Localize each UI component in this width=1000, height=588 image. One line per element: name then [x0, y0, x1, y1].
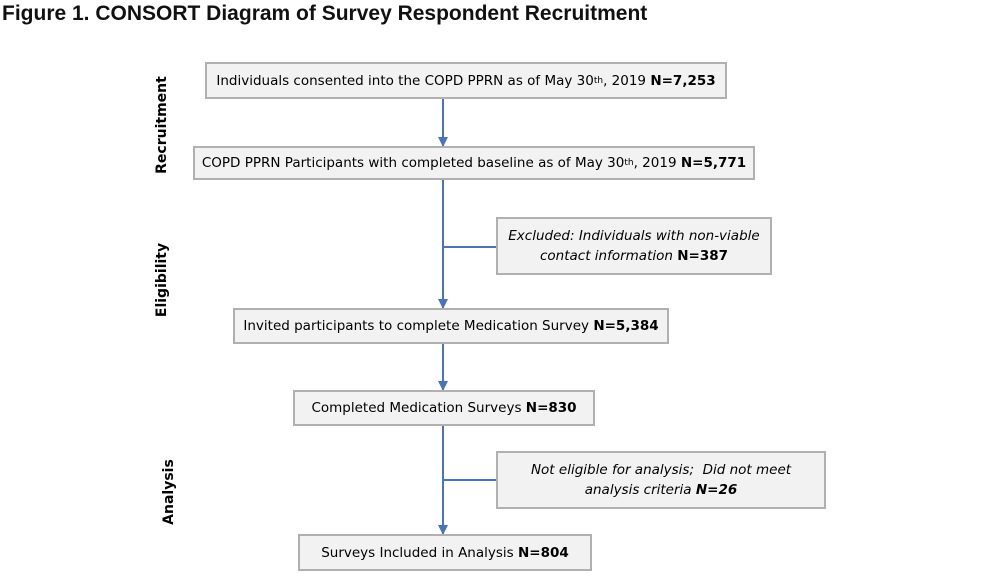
box-invited: Invited participants to complete Medicat… — [233, 308, 669, 344]
box-invited-count: N=5,384 — [593, 318, 659, 334]
box-included: Surveys Included in Analysis N=804 — [298, 534, 592, 571]
box-excluded: Excluded: Individuals with non-viable co… — [496, 217, 772, 275]
box-completed-text: Completed Medication Surveys — [311, 400, 526, 416]
box-not-eligible-line-2-text: analysis criteria — [584, 482, 696, 498]
box-invited-text: Invited participants to complete Medicat… — [243, 318, 594, 334]
box-not-eligible-line-2: analysis criteria N=26 — [585, 480, 738, 500]
box-included-count: N=804 — [518, 544, 569, 561]
box-baseline-text-2: , 2019 — [633, 155, 681, 171]
box-excluded-line-2-text: contact information — [539, 248, 678, 264]
box-not-eligible-count: N=26 — [695, 482, 738, 498]
box-excluded-count: N=387 — [677, 248, 729, 264]
box-baseline: COPD PPRN Participants with completed ba… — [193, 146, 755, 180]
box-completed: Completed Medication Surveys N=830 — [293, 390, 595, 426]
box-baseline-text: COPD PPRN Participants with completed ba… — [201, 155, 625, 171]
box-not-eligible-line-1: Not eligible for analysis; Did not meet — [530, 462, 792, 478]
box-completed-count: N=830 — [525, 400, 577, 416]
box-consented-text: Individuals consented into the COPD PPRN… — [216, 72, 594, 89]
box-consented-count: N=7,253 — [650, 72, 716, 89]
box-consented: Individuals consented into the COPD PPRN… — [205, 62, 727, 99]
box-excluded-line-2: contact information N=387 — [540, 246, 728, 266]
figure-title: Figure 1. CONSORT Diagram of Survey Resp… — [2, 2, 648, 25]
box-included-text: Surveys Included in Analysis — [321, 544, 518, 561]
box-baseline-count: N=5,771 — [680, 155, 747, 171]
box-consented-text-2: , 2019 — [603, 72, 651, 89]
box-not-eligible: Not eligible for analysis; Did not meet … — [496, 451, 826, 509]
box-excluded-line-1: Excluded: Individuals with non-viable — [508, 228, 760, 244]
